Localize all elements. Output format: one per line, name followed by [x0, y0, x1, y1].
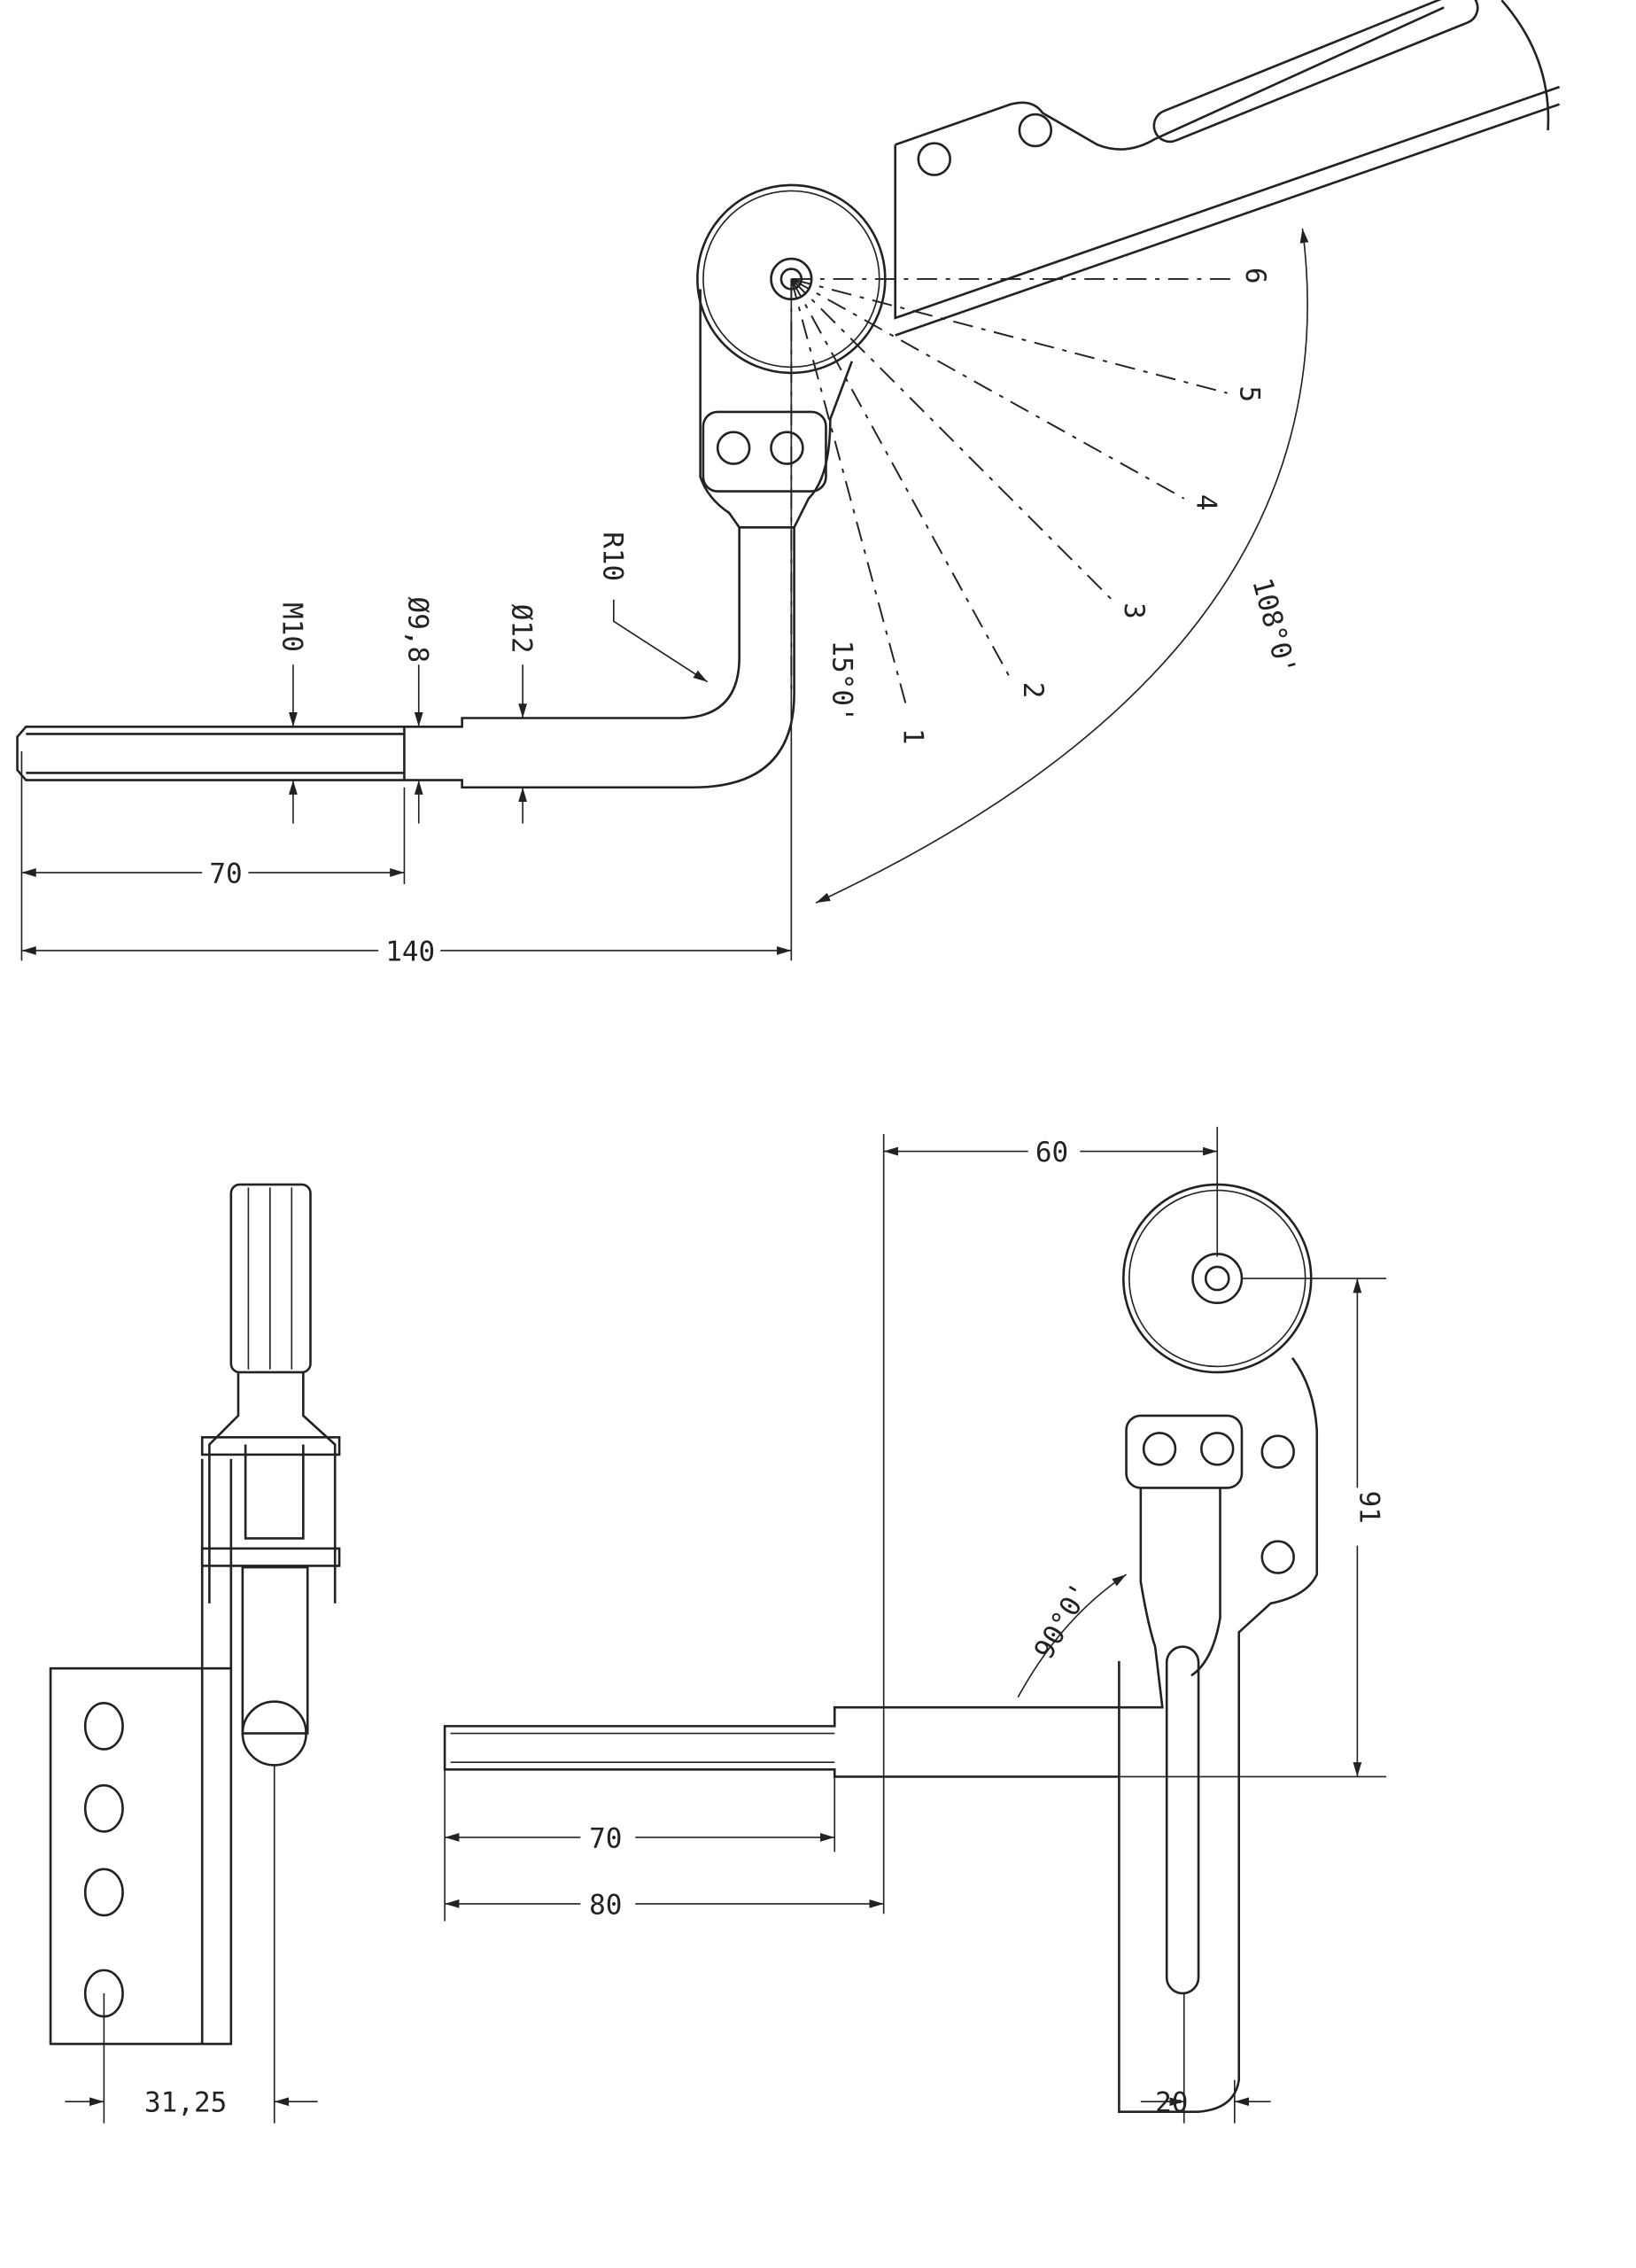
pin-head: [200, 1436, 341, 1456]
position-label-1: 1: [896, 728, 928, 745]
pivot-ring: [1191, 1253, 1244, 1305]
thread-dim-label: M10: [276, 602, 308, 652]
pivot-pin: [1204, 1265, 1230, 1292]
screw-icon: [716, 431, 751, 465]
rod: [443, 1487, 1221, 1778]
bracket-hole: [1260, 1540, 1295, 1574]
bracket-slot: [1165, 1645, 1200, 1995]
clamp-plate: [1125, 1414, 1244, 1489]
position-label-2: 2: [1017, 682, 1049, 699]
rod-side: [241, 1565, 309, 1735]
diameter-98-label: Ø9,8: [401, 597, 433, 664]
dim-offset-label: 31,25: [144, 2087, 227, 2119]
threaded-end: [16, 725, 405, 781]
position-label-5: 5: [1233, 386, 1265, 403]
screw-icon: [1142, 1432, 1177, 1466]
clamp-plate: [702, 410, 827, 493]
diameter-12-label: Ø12: [506, 604, 538, 654]
screw-icon: [83, 1701, 124, 1751]
angle-total-label: 108°0': [1245, 575, 1302, 679]
screw-icon: [1200, 1432, 1235, 1466]
dim-91-label: 91: [1353, 1491, 1385, 1524]
mount-plate: [49, 1458, 233, 2046]
roller-stack: [229, 1183, 312, 1374]
top-view: 6 5 4 3 2 1 108°0' 15°0' M10 Ø9,8 Ø12 R1…: [16, 0, 1561, 967]
rod: [403, 527, 795, 789]
position-label-3: 3: [1118, 602, 1150, 619]
screw-icon: [770, 431, 804, 465]
length-140-label: 140: [385, 936, 435, 967]
dim-20-label: 20: [1155, 2087, 1188, 2119]
front-view: 60 91 90°0' 70 80 20: [443, 1126, 1386, 2124]
bracket-hole: [1018, 113, 1053, 148]
dim-70-label: 70: [589, 1822, 622, 1854]
bracket-slot: [1152, 0, 1479, 144]
radius-label: R10: [596, 532, 628, 581]
pin-head: [200, 1547, 341, 1567]
screw-icon: [83, 1868, 124, 1917]
bracket-plate: [1118, 1356, 1319, 2113]
length-70-label: 70: [209, 858, 242, 889]
side-view: 31,25: [49, 1183, 341, 2124]
mounting-bracket: [894, 0, 1561, 337]
dim-60-label: 60: [1035, 1137, 1068, 1169]
position-label-4: 4: [1190, 494, 1221, 511]
screw-icon: [83, 1783, 124, 1833]
bracket-hole: [917, 142, 951, 176]
position-label-6: 6: [1239, 268, 1271, 284]
angle-90-label: 90°0': [1028, 1577, 1097, 1665]
dim-80-label: 80: [589, 1889, 622, 1921]
bracket-hole: [1260, 1434, 1295, 1469]
angle-small-label: 15°0': [826, 640, 858, 722]
clevis: [208, 1371, 337, 1604]
